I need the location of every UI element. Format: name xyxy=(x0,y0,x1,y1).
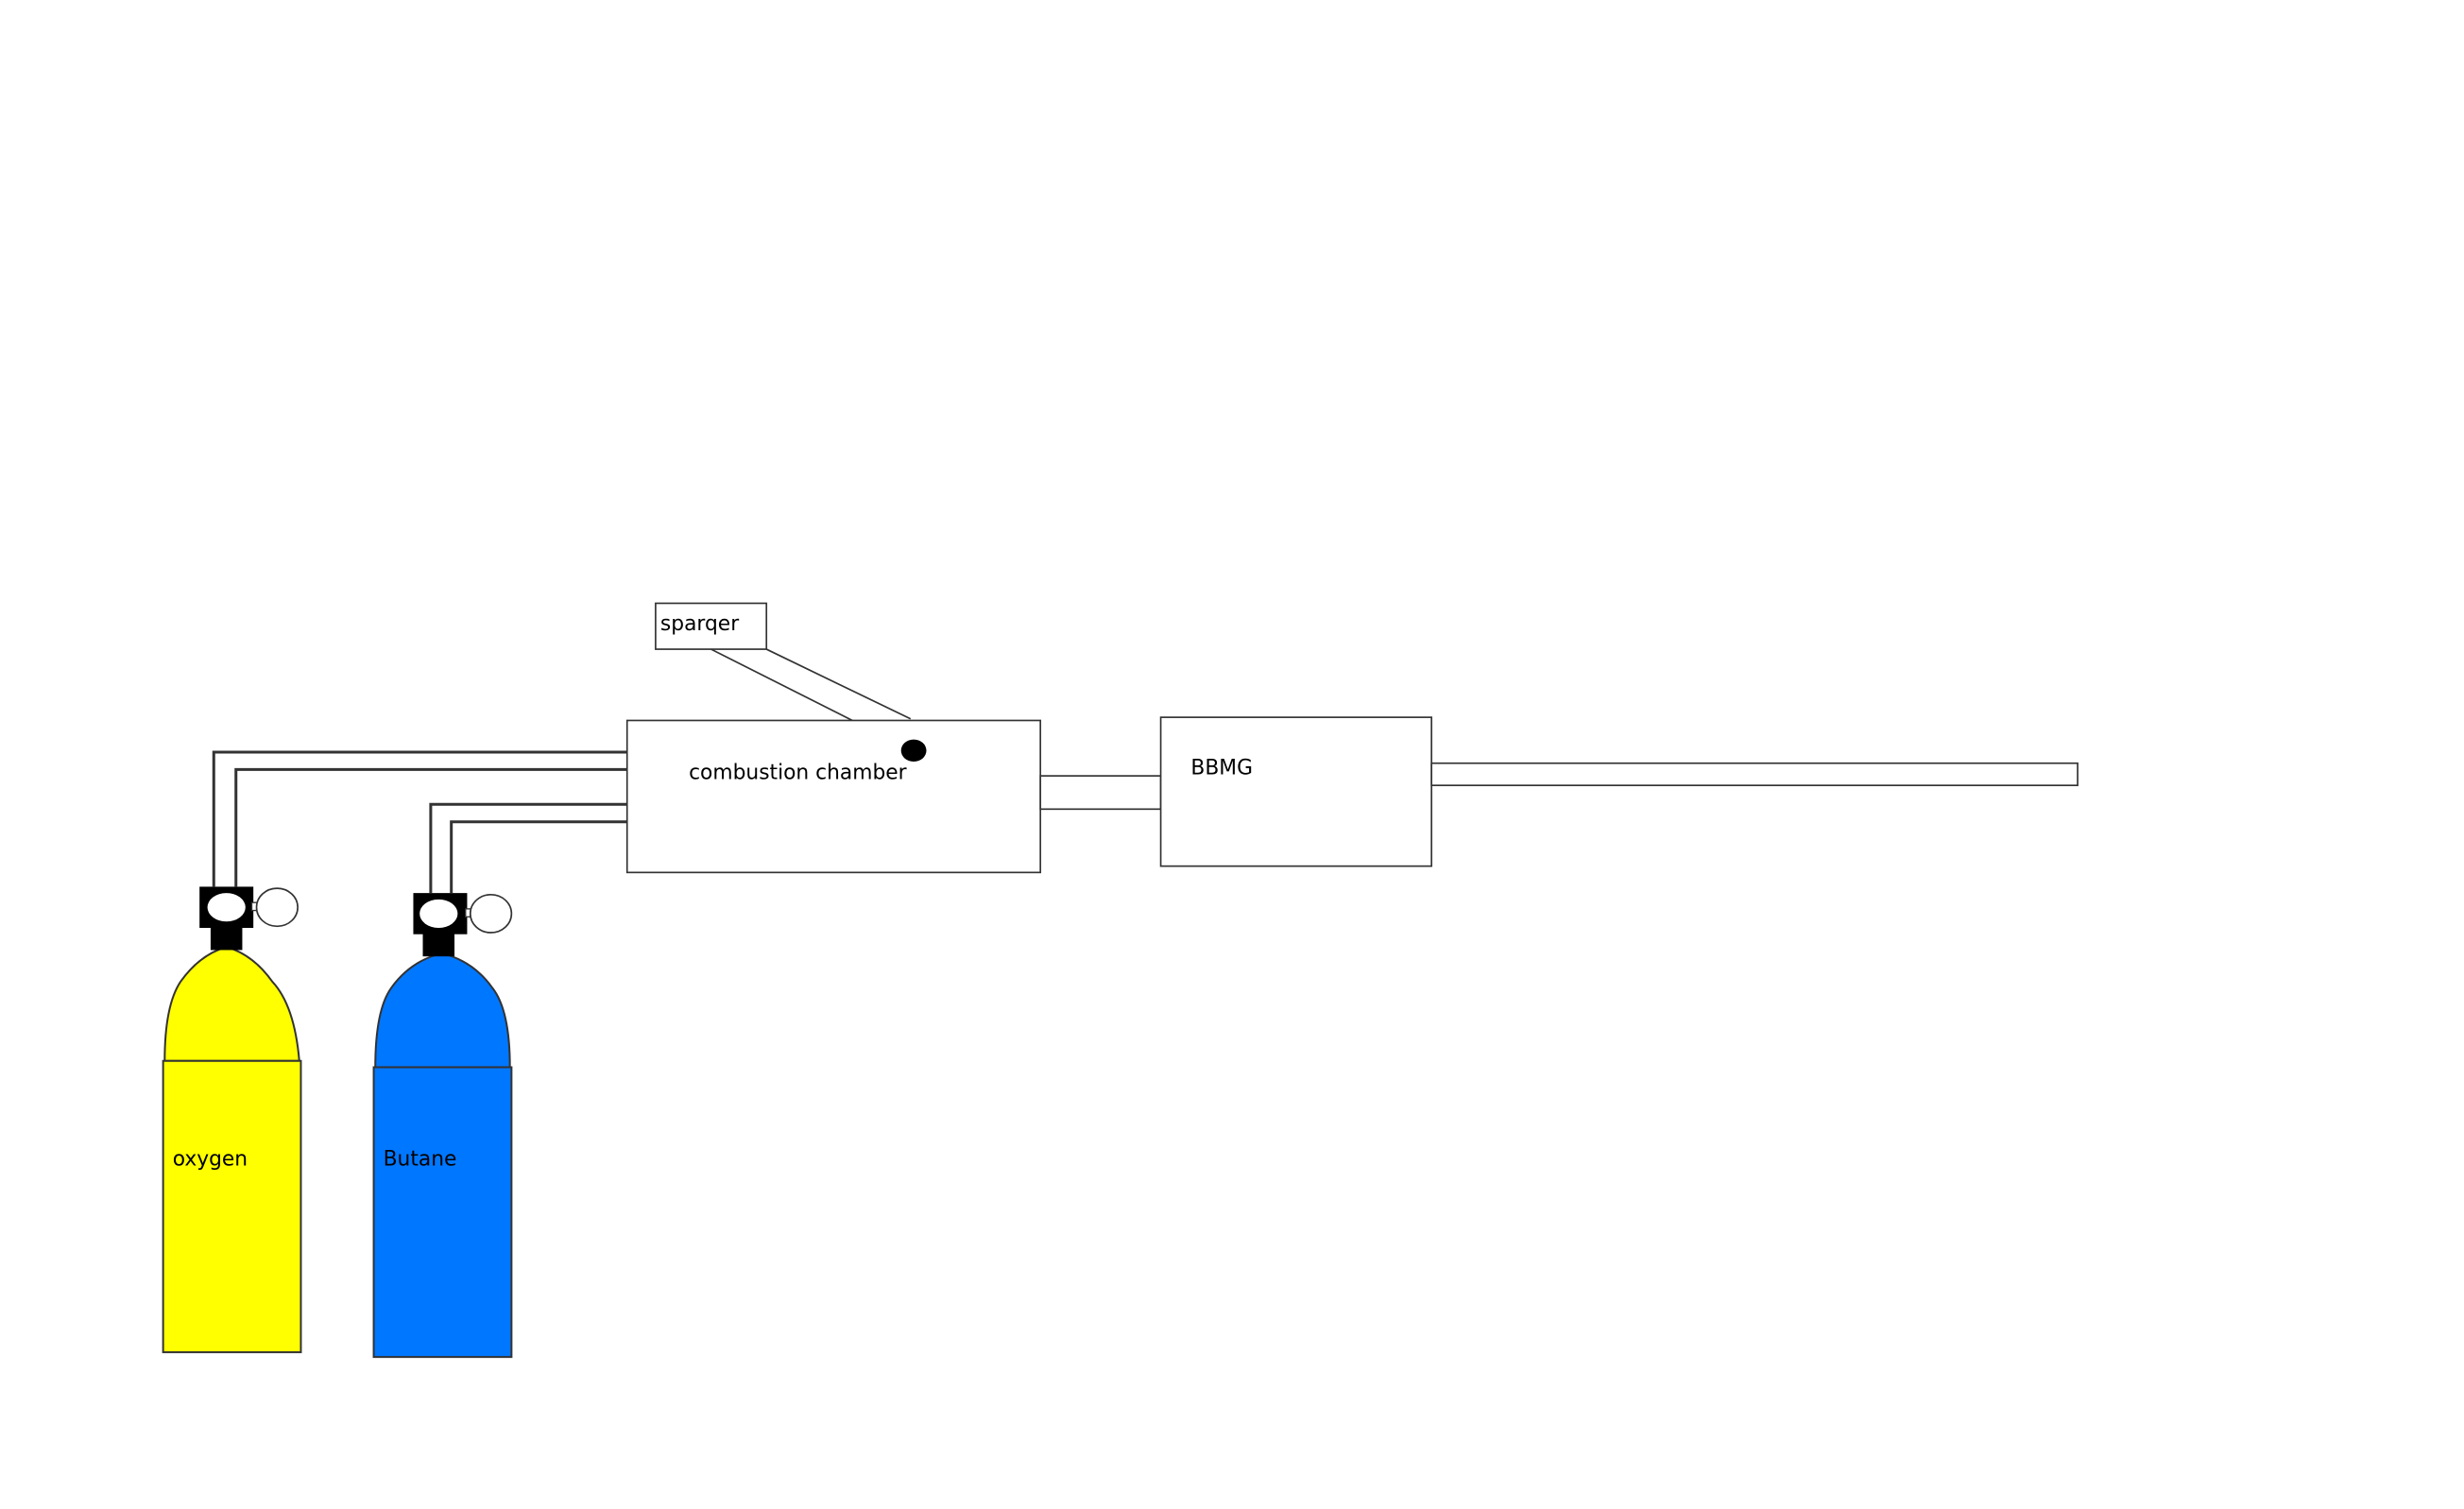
butane-valve-knob xyxy=(419,899,458,928)
butane-cylinder: Butane xyxy=(372,893,513,1359)
oxygen-cylinder-shoulder xyxy=(163,946,300,1062)
bbmg-box xyxy=(1159,716,1433,867)
butane-supply-pipe xyxy=(429,802,627,894)
combustion-chamber-label: combustion chamber xyxy=(689,761,907,784)
butane-cylinder-body xyxy=(372,1066,513,1359)
oxygen-supply-pipe xyxy=(212,750,627,887)
oxygen-cylinder: oxygen xyxy=(162,886,302,1354)
oxygen-label: oxygen xyxy=(173,1147,248,1171)
oxygen-valve-neck xyxy=(210,924,243,951)
butane-valve-neck xyxy=(422,931,455,957)
oxygen-valve-knob xyxy=(207,893,246,922)
combustion-chamber-box xyxy=(625,719,1042,874)
sparger: sparqer xyxy=(655,602,912,746)
bbmg-label: BBMG xyxy=(1190,756,1253,780)
sparger-label: sparqer xyxy=(660,612,739,636)
igniter-spark-icon xyxy=(900,739,927,763)
oxygen-pressure-gauge-icon xyxy=(255,887,299,928)
bbmg-unit: BBMG xyxy=(1159,716,1433,867)
chamber-to-bbmg-pipe xyxy=(1039,775,1162,811)
butane-cylinder-shoulder xyxy=(374,952,511,1069)
sparger-lead-upper xyxy=(765,648,912,720)
output-tube xyxy=(1430,762,2079,787)
combustion-chamber: combustion chamber xyxy=(625,719,1042,874)
butane-label: Butane xyxy=(384,1147,457,1171)
oxygen-cylinder-body xyxy=(162,1059,302,1354)
butane-pressure-gauge-icon xyxy=(469,893,513,934)
